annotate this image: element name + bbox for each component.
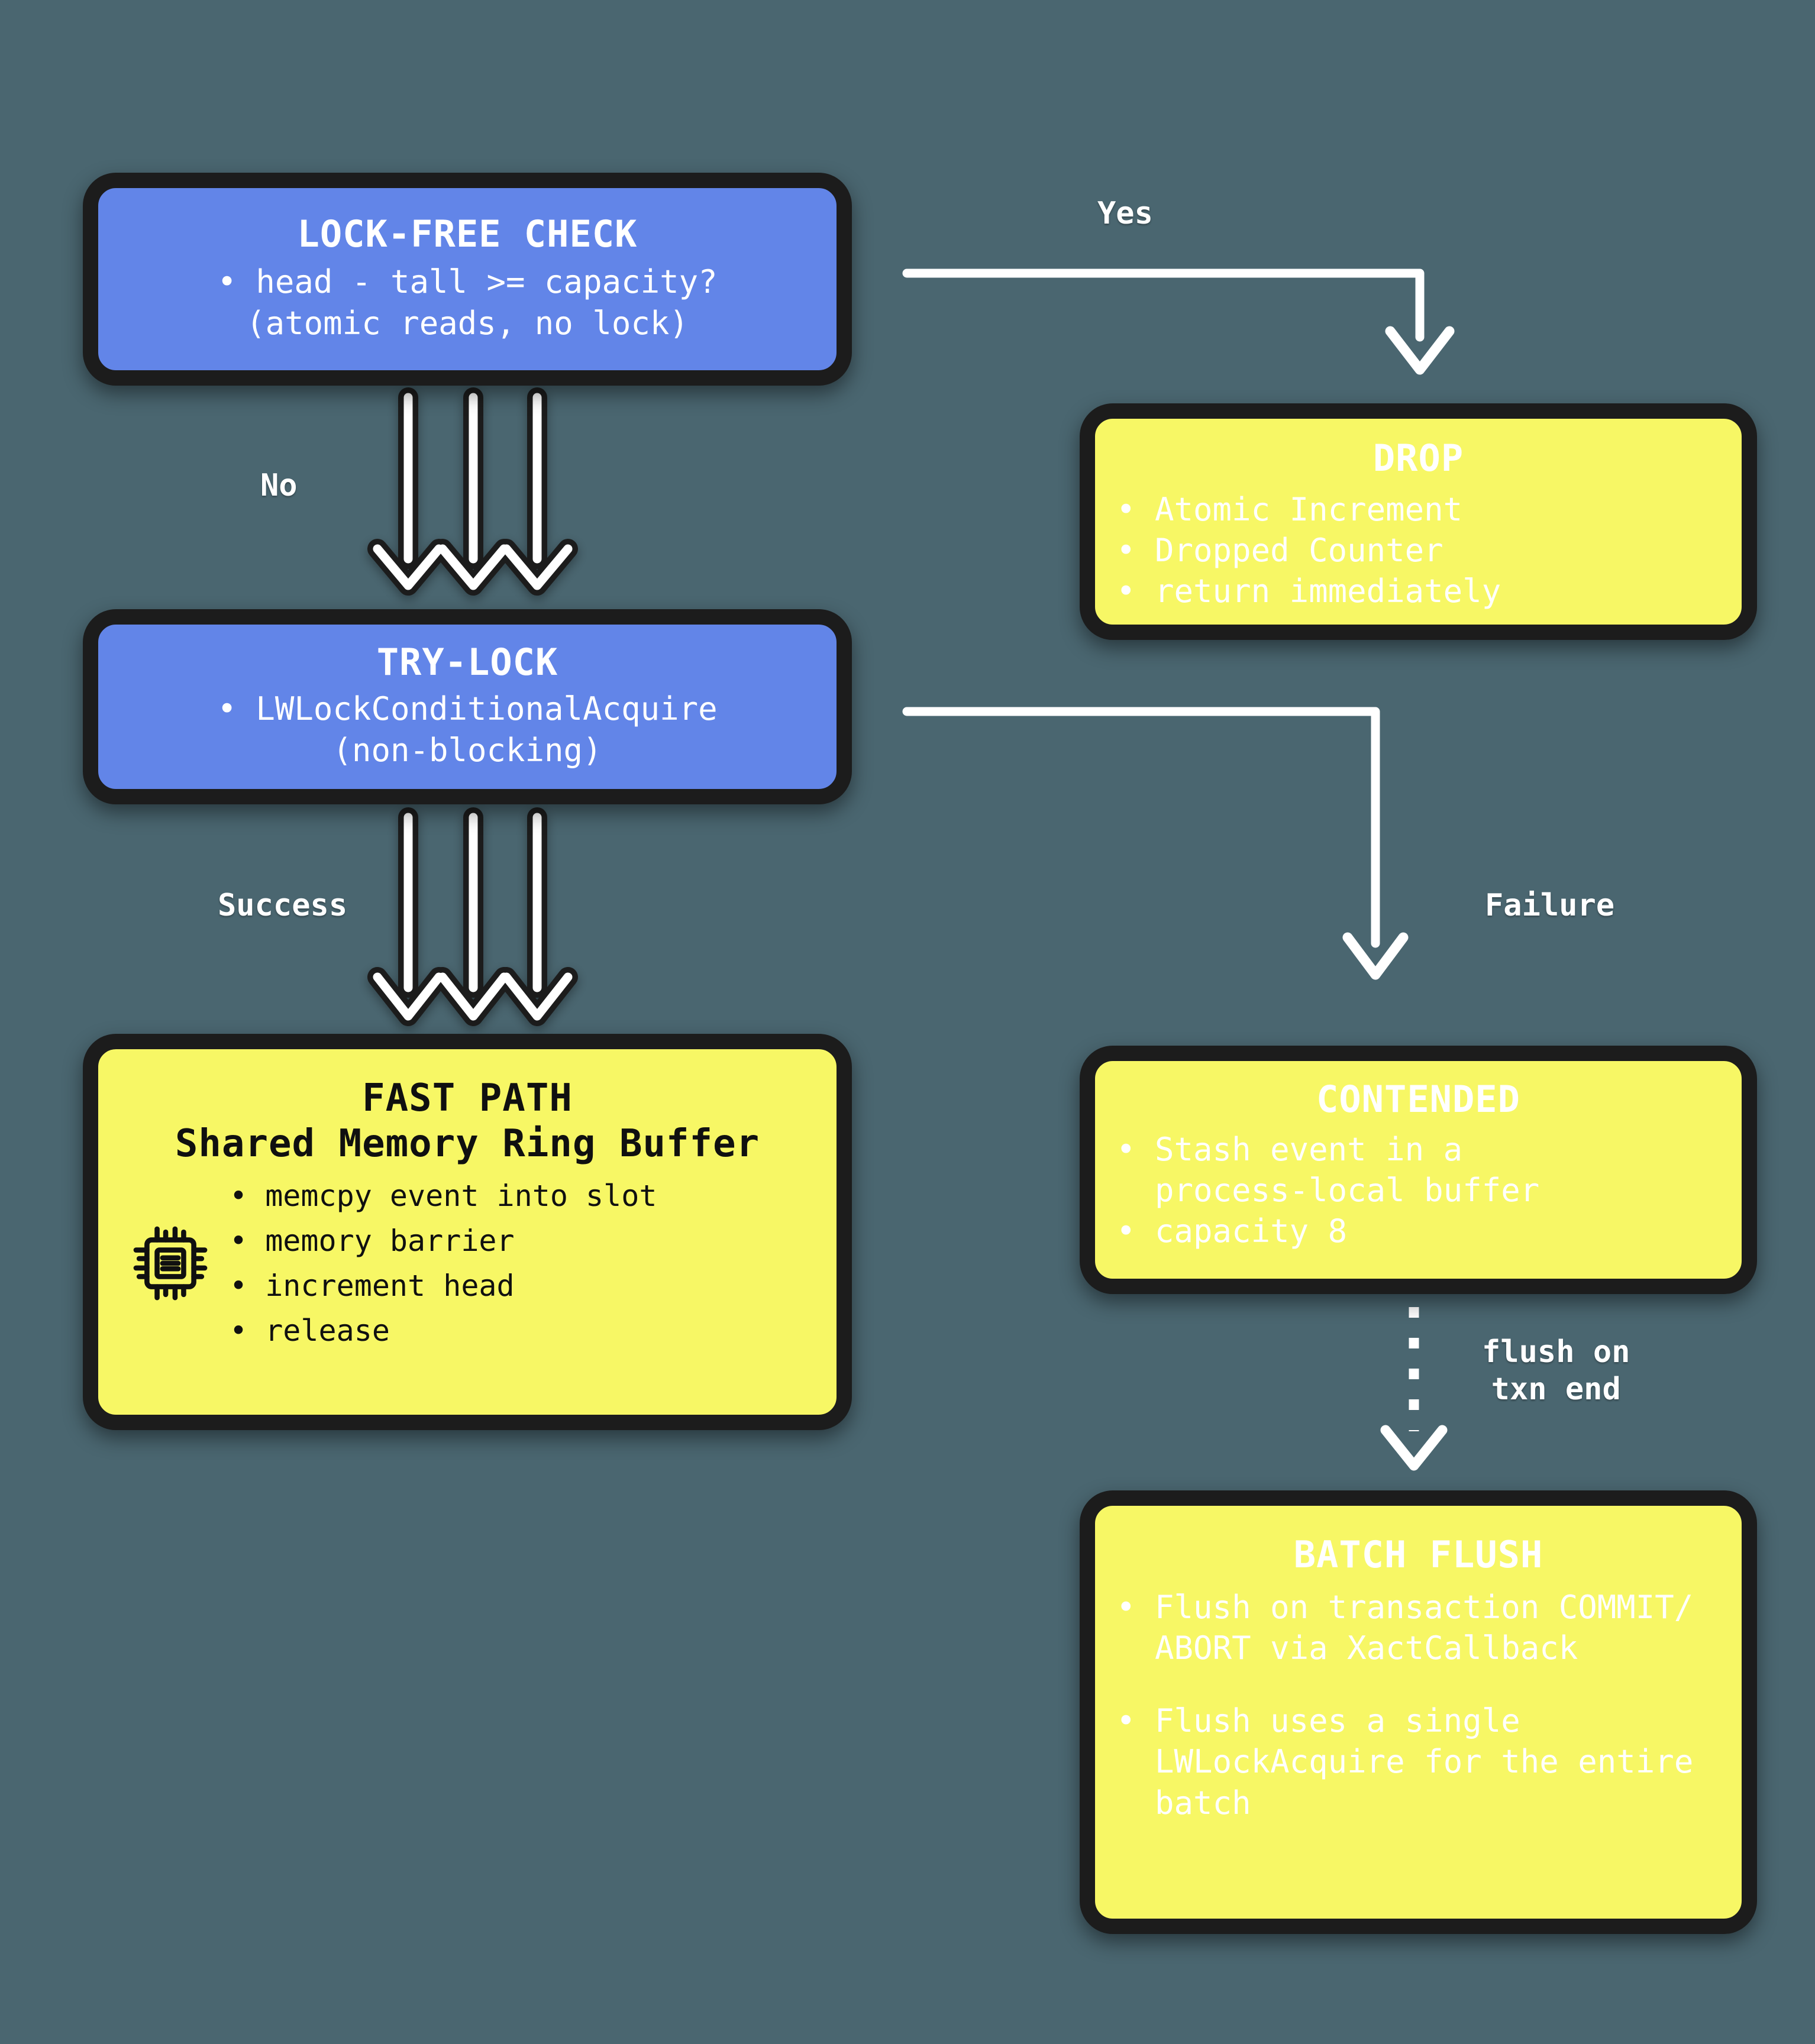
node-line: process-local buffer: [1116, 1172, 1540, 1209]
node-line: • capacity 8: [1116, 1212, 1348, 1250]
node-body: • Flush on transaction COMMIT/ ABORT via…: [1116, 1587, 1720, 1823]
node-body: • head - tall >= capacity? (atomic reads…: [118, 261, 816, 343]
node-line: • return immediately: [1116, 573, 1501, 610]
cpu-chip-icon: [131, 1224, 209, 1302]
edge-yes: [902, 269, 1455, 375]
fast-path-content: • memcpy event into slot • memory barrie…: [114, 1173, 821, 1353]
node-body: • Stash event in a process-local buffer …: [1116, 1129, 1720, 1251]
fast-path-bullets: • memcpy event into slot • memory barrie…: [230, 1173, 657, 1353]
node-line: • Stash event in a: [1116, 1131, 1463, 1169]
node-line: • release: [230, 1314, 390, 1348]
node-title: CONTENDED: [1316, 1078, 1520, 1121]
edge-no: [367, 387, 578, 596]
edge-label-yes: Yes: [1097, 196, 1153, 231]
node-line: • Atomic Increment: [1116, 491, 1463, 529]
node-line: (non-blocking): [332, 731, 602, 769]
edge-label-flush-on-txn-end: flush on txn end: [1482, 1334, 1630, 1408]
node-try-lock[interactable]: TRY-LOCK • LWLockConditionalAcquire (non…: [83, 609, 852, 804]
node-line: (atomic reads, no lock): [246, 304, 689, 342]
node-title: TRY-LOCK: [376, 641, 558, 684]
node-line-spacer: [1116, 1668, 1720, 1700]
node-line: • increment head: [230, 1269, 515, 1304]
node-line: • head - tall >= capacity?: [217, 263, 718, 301]
node-line: • memory barrier: [230, 1224, 515, 1259]
node-lock-free-check[interactable]: LOCK-FREE CHECK • head - tall >= capacit…: [83, 173, 852, 386]
edge-label-failure: Failure: [1485, 888, 1615, 923]
node-line: ABORT via XactCallback: [1116, 1629, 1578, 1667]
edge-success: [367, 807, 578, 1026]
node-title-line-1: FAST PATH: [362, 1076, 573, 1120]
node-title: BATCH FLUSH: [1293, 1533, 1543, 1576]
node-title: DROP: [1372, 436, 1464, 480]
node-line: batch: [1116, 1784, 1251, 1822]
edge-label-success: Success: [218, 888, 348, 923]
node-title: LOCK-FREE CHECK: [297, 212, 638, 256]
edge-flush: [1380, 1307, 1448, 1471]
node-body: • Atomic Increment • Dropped Counter • r…: [1116, 489, 1720, 612]
node-title-line-2: Shared Memory Ring Buffer: [175, 1122, 760, 1166]
node-line: • LWLockConditionalAcquire: [217, 690, 718, 728]
edge-label-no: No: [260, 468, 298, 503]
node-body: • LWLockConditionalAcquire (non-blocking…: [116, 688, 819, 770]
node-drop[interactable]: DROP • Atomic Increment • Dropped Counte…: [1080, 403, 1757, 640]
node-line: • Dropped Counter: [1116, 532, 1443, 570]
node-line: LWLockAcquire for the entire: [1116, 1743, 1694, 1781]
node-line: • Flush on transaction COMMIT/: [1116, 1589, 1694, 1626]
node-line: • memcpy event into slot: [230, 1179, 657, 1214]
node-contended[interactable]: CONTENDED • Stash event in a process-loc…: [1080, 1046, 1757, 1294]
node-fast-path[interactable]: FAST PATH Shared Memory Ring Buffer: [83, 1034, 852, 1430]
node-line: • Flush uses a single: [1116, 1702, 1520, 1740]
edge-failure: [902, 707, 1409, 980]
node-batch-flush[interactable]: BATCH FLUSH • Flush on transaction COMMI…: [1080, 1490, 1757, 1934]
